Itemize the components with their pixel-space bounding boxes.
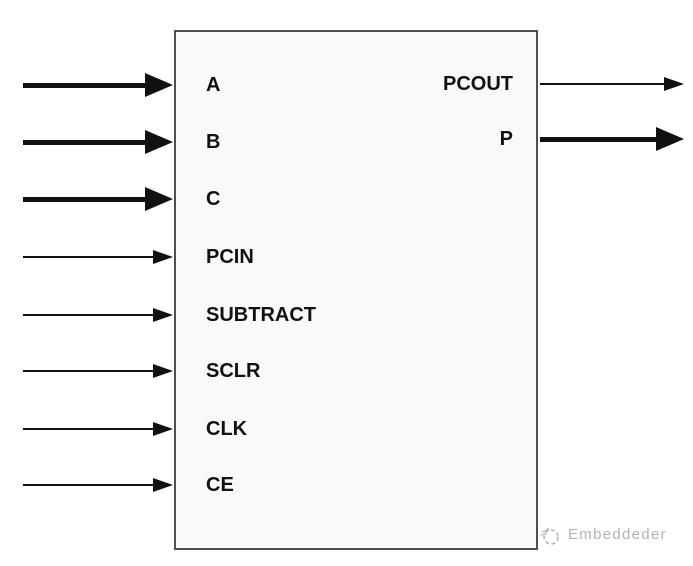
arrow-shaft [23, 314, 157, 316]
pin-label-a: A [206, 74, 221, 96]
input-arrow-pcin [23, 250, 173, 264]
pin-label-subtract: SUBTRACT [206, 304, 316, 326]
pin-label-sclr: SCLR [206, 360, 261, 382]
arrowhead-icon [153, 308, 173, 322]
arrow-shaft [23, 428, 157, 430]
arrowhead-icon [153, 422, 173, 436]
input-arrow-c [23, 187, 173, 211]
input-arrow-sclr [23, 364, 173, 378]
arrowhead-icon [145, 73, 173, 97]
arrow-shaft [23, 139, 149, 145]
output-arrow-pcout [540, 77, 684, 91]
pin-label-p: P [499, 128, 513, 150]
arrow-shaft [540, 136, 660, 142]
embeddeder-logo-icon [540, 527, 559, 545]
input-arrow-subtract [23, 308, 173, 322]
arrowhead-icon [145, 187, 173, 211]
arrow-shaft [23, 484, 157, 486]
pin-label-clk: CLK [206, 418, 248, 440]
pin-label-b: B [206, 131, 221, 153]
block-body [174, 30, 538, 550]
arrowhead-icon [153, 364, 173, 378]
arrow-shaft [540, 83, 668, 85]
arrow-shaft [23, 82, 149, 88]
arrowhead-icon [664, 77, 684, 91]
arrowhead-icon [145, 130, 173, 154]
arrow-shaft [23, 196, 149, 202]
watermark-text: Embeddeder [568, 526, 667, 543]
input-arrow-clk [23, 422, 173, 436]
input-arrow-ce [23, 478, 173, 492]
arrow-shaft [23, 256, 157, 258]
output-arrow-p [540, 127, 684, 151]
watermark: Embeddeder [538, 522, 667, 548]
arrow-shaft [23, 370, 157, 372]
arrowhead-icon [656, 127, 684, 151]
arrowhead-icon [153, 478, 173, 492]
arrowhead-icon [153, 250, 173, 264]
pin-label-c: C [206, 188, 221, 210]
input-arrow-b [23, 130, 173, 154]
pin-label-pcout: PCOUT [443, 73, 513, 95]
pin-label-pcin: PCIN [206, 246, 254, 268]
input-arrow-a [23, 73, 173, 97]
pin-label-ce: CE [206, 474, 234, 496]
